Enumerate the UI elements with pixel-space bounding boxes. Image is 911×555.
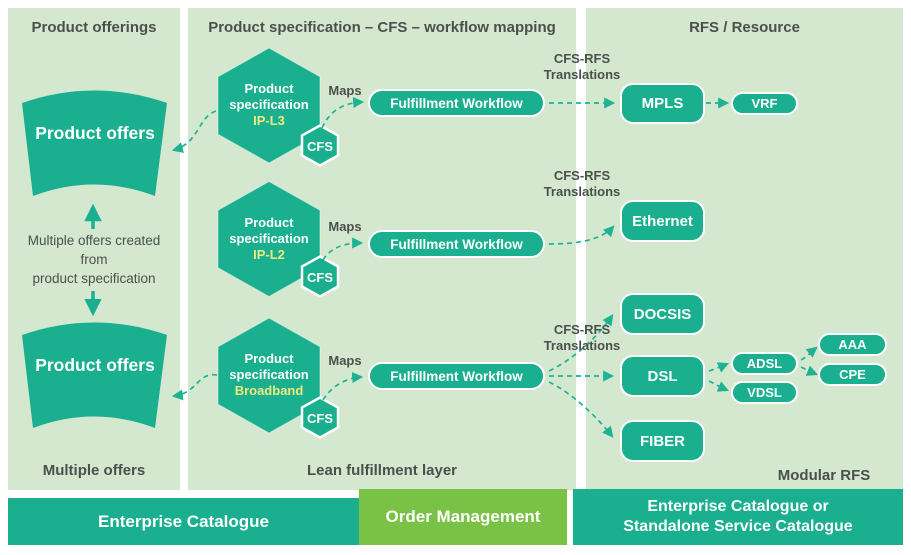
product-offers-shape-1 xyxy=(22,90,167,196)
translations-1-line2: Translations xyxy=(543,66,621,82)
arrow-workflow3-to-fiber xyxy=(548,381,614,438)
note-line-2: from xyxy=(80,252,108,267)
translations-3-line1: CFS-RFS xyxy=(553,322,611,337)
footer-multiple-offers: Multiple offers xyxy=(42,462,146,479)
aaa-pill: AAA xyxy=(818,333,887,356)
catalogue2-line2: Standalone Service Catalogue xyxy=(623,518,853,535)
translations-2-line2: Translations xyxy=(543,183,621,199)
cfs-badge-1 xyxy=(300,124,340,167)
vdsl-pill: VDSL xyxy=(731,381,798,404)
translations-label-3: CFS-RFS Translations xyxy=(532,322,632,353)
product-offers-2-line1: Product xyxy=(35,355,102,375)
fulfillment-workflow-box-1: Fulfillment Workflow xyxy=(368,89,545,117)
note-line-3: product specification xyxy=(32,271,156,286)
hex1-line2: specification xyxy=(229,97,309,112)
arrow-cfs1-to-workflow1 xyxy=(321,96,365,129)
hex3-line2: specification xyxy=(229,367,309,382)
arrow-dsl-to-adsl xyxy=(708,362,730,373)
adsl-pill: ADSL xyxy=(731,352,798,375)
cpe-pill: CPE xyxy=(818,363,887,386)
hex1-line1: Product xyxy=(244,81,294,96)
hexagon-broadband-label: Product specification Broadband xyxy=(217,351,321,399)
hex2-variant: IP-L2 xyxy=(253,247,285,262)
fiber-box: FIBER xyxy=(620,420,705,462)
hexagon-ip-l2 xyxy=(217,180,321,298)
arrow-cfs2-to-workflow2 xyxy=(322,237,364,261)
fulfillment-workflow-box-2: Fulfillment Workflow xyxy=(368,230,545,258)
header-workflow-mapping: Product specification – CFS – workflow m… xyxy=(208,19,556,36)
arrow-cfs3-to-workflow3 xyxy=(322,372,364,401)
translations-3-line2: Translations xyxy=(543,337,621,353)
fulfillment-workflow-box-3: Fulfillment Workflow xyxy=(368,362,545,390)
hex3-variant: Broadband xyxy=(234,383,304,398)
maps-label-1: Maps xyxy=(328,83,362,98)
arrow-dsl-to-vdsl xyxy=(708,380,730,392)
note-line-1: Multiple offers created xyxy=(27,233,161,248)
maps-label-3: Maps xyxy=(328,353,362,368)
product-offers-2-line2: offers xyxy=(106,355,155,375)
arrow-workflow3-to-docsis xyxy=(548,314,614,372)
catalogue2-line1: Enterprise Catalogue or xyxy=(647,498,829,515)
enterprise-or-standalone-catalogue-bar: Enterprise Catalogue or Standalone Servi… xyxy=(573,489,903,545)
product-offers-shape-2 xyxy=(22,322,167,428)
translations-label-1: CFS-RFS Translations xyxy=(532,51,632,82)
cfs-badge-2 xyxy=(300,255,340,298)
cfs-badge-1-label: CFS xyxy=(307,139,333,154)
mpls-box: MPLS xyxy=(620,83,705,124)
arrow-hex3-to-offers2 xyxy=(171,373,218,401)
arrow-hex1-to-offers1 xyxy=(171,110,217,153)
translations-label-2: CFS-RFS Translations xyxy=(532,168,632,199)
arrow-adsl-to-cpe xyxy=(800,365,819,376)
product-offers-label-2: Product offers xyxy=(23,354,167,377)
cfs-badge-3-label: CFS xyxy=(307,411,333,426)
maps-label-2: Maps xyxy=(328,219,362,234)
translations-1-line1: CFS-RFS xyxy=(553,51,611,66)
hex1-variant: IP-L3 xyxy=(253,113,285,128)
hexagon-ip-l3-label: Product specification IP-L3 xyxy=(217,81,321,129)
hexagon-broadband xyxy=(217,317,321,434)
arrow-adsl-to-aaa xyxy=(800,346,818,361)
docsis-box: DOCSIS xyxy=(620,293,705,335)
hex2-line2: specification xyxy=(229,231,309,246)
hex2-line1: Product xyxy=(244,215,294,230)
cfs-badge-3 xyxy=(300,396,340,439)
header-rfs-resource: RFS / Resource xyxy=(689,19,800,36)
product-offers-1-line2: offers xyxy=(106,123,155,143)
enterprise-catalogue-bar: Enterprise Catalogue xyxy=(8,498,359,545)
footer-modular-rfs: Modular RFS xyxy=(777,467,871,484)
cfs-badge-2-label: CFS xyxy=(307,270,333,285)
footer-lean-fulfillment-layer: Lean fulfillment layer xyxy=(306,462,458,479)
translations-2-line1: CFS-RFS xyxy=(553,168,611,183)
multiple-offers-note: Multiple offers created from product spe… xyxy=(8,231,180,288)
arrow-workflow2-to-ethernet xyxy=(548,225,615,245)
product-offers-1-line1: Product xyxy=(35,123,102,143)
dsl-box: DSL xyxy=(620,355,705,397)
header-product-offerings: Product offerings xyxy=(31,19,157,36)
vrf-pill: VRF xyxy=(731,92,798,115)
ethernet-box: Ethernet xyxy=(620,200,705,242)
hexagon-ip-l2-label: Product specification IP-L2 xyxy=(217,215,321,263)
product-offers-label-1: Product offers xyxy=(23,122,167,145)
order-management-bar: Order Management xyxy=(359,489,567,545)
hexagon-ip-l3 xyxy=(217,47,321,164)
hex3-line1: Product xyxy=(244,351,294,366)
